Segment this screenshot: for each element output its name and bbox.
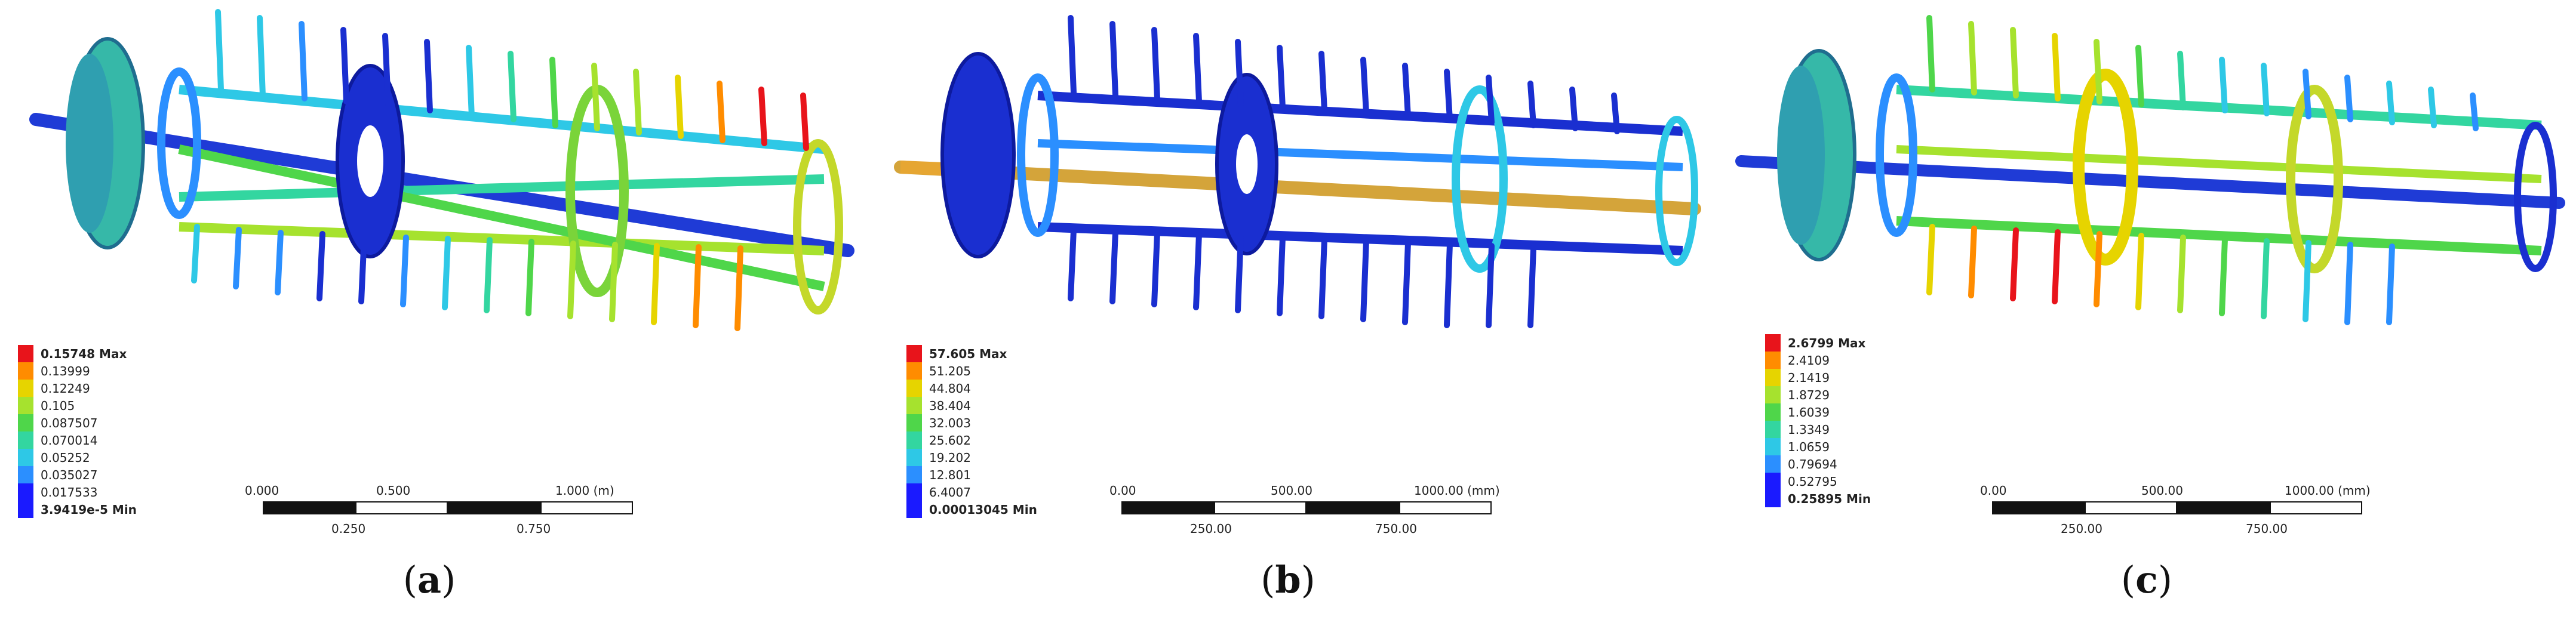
- legend-label: 12.801: [929, 467, 971, 482]
- legend-label: 0.105: [41, 398, 75, 413]
- scale-bar-b: 0.00 500.00 1000.00 (mm) 250.00 750.00: [1109, 483, 1504, 549]
- scale-bar-c: 0.00 500.00 1000.00 (mm) 250.00 750.00: [1980, 483, 2374, 549]
- legend-label: 0.79694: [1788, 457, 1837, 471]
- scale-tick-top: 500.00: [2141, 483, 2183, 498]
- legend-label-min: 0.25895 Min: [1788, 491, 1871, 506]
- legend-label: 1.8729: [1788, 387, 1830, 402]
- scale-tick-top: 1000.00 (mm): [2285, 483, 2371, 498]
- scale-segment: [2270, 501, 2362, 514]
- legend-label-min: 0.00013045 Min: [929, 502, 1037, 517]
- legend-label: 38.404: [929, 398, 971, 413]
- scale-tick-top: 1.000 (m): [555, 483, 614, 498]
- legend-label: 25.602: [929, 433, 971, 448]
- scale-segment: [2085, 501, 2177, 514]
- scale-tick-bottom: 0.250: [331, 522, 366, 536]
- legend-label: 0.05252: [41, 450, 90, 465]
- legend-label: 0.12249: [41, 381, 90, 396]
- caption-a: (a): [402, 558, 456, 602]
- legend-label: 6.4007: [929, 485, 971, 500]
- scale-tick-top: 0.000: [245, 483, 279, 498]
- legend-c: 2.6799 Max 2.4109 2.1419 1.8729 1.6039 1…: [1765, 334, 1980, 525]
- legend-label: 1.3349: [1788, 422, 1830, 437]
- scale-bar-a: 0.000 0.500 1.000 (m) 0.250 0.750: [245, 483, 633, 549]
- scale-tick-top: 0.00: [1109, 483, 1136, 498]
- scale-tick-top: 1000.00 (mm): [1414, 483, 1500, 498]
- legend-label: 19.202: [929, 450, 971, 465]
- scale-tick-top: 0.00: [1980, 483, 2007, 498]
- scale-segment: [540, 501, 633, 514]
- scale-segment: [1121, 501, 1214, 514]
- panel-b: 57.605 Max 51.205 44.804 38.404 32.003 2…: [859, 0, 1717, 632]
- legend-label: 2.1419: [1788, 370, 1830, 385]
- legend-b: 57.605 Max 51.205 44.804 38.404 32.003 2…: [906, 345, 1121, 536]
- caption-b: (b): [1261, 558, 1315, 602]
- scale-tick-bottom: 250.00: [2061, 522, 2102, 536]
- scale-tick-bottom: 750.00: [1375, 522, 1417, 536]
- scale-segment: [355, 501, 448, 514]
- caption-c: (c): [2120, 558, 2173, 602]
- scale-segment: [1214, 501, 1307, 514]
- scale-tick-bottom: 0.750: [517, 522, 551, 536]
- scale-tick-bottom: 250.00: [1190, 522, 1232, 536]
- scale-tick-bottom: 750.00: [2246, 522, 2288, 536]
- scale-tick-top: 500.00: [1271, 483, 1312, 498]
- panel-c: 2.6799 Max 2.4109 2.1419 1.8729 1.6039 1…: [1717, 0, 2576, 632]
- scale-segment: [1399, 501, 1492, 514]
- legend-label: 0.13999: [41, 363, 90, 378]
- legend-label-max: 0.15748 Max: [41, 346, 127, 361]
- scale-segment: [1307, 501, 1399, 514]
- legend-label-max: 57.605 Max: [929, 346, 1007, 361]
- scale-segment: [1992, 501, 2085, 514]
- legend-label: 1.0659: [1788, 439, 1830, 454]
- legend-a: 0.15748 Max 0.13999 0.12249 0.105 0.0875…: [18, 345, 233, 536]
- scale-segment: [263, 501, 355, 514]
- panel-a: 0.15748 Max 0.13999 0.12249 0.105 0.0875…: [0, 0, 859, 632]
- legend-label: 44.804: [929, 381, 971, 396]
- legend-swatch: [18, 345, 33, 362]
- scale-segment: [2177, 501, 2270, 514]
- legend-label-min: 3.9419e-5 Min: [41, 502, 137, 517]
- scale-segment: [448, 501, 540, 514]
- rotor-model-b: [894, 15, 1701, 328]
- scale-tick-top: 0.500: [376, 483, 411, 498]
- legend-label: 32.003: [929, 415, 971, 430]
- legend-label: 0.087507: [41, 415, 98, 430]
- legend-label: 51.205: [929, 363, 971, 378]
- legend-label: 0.070014: [41, 433, 98, 448]
- legend-label-max: 2.6799 Max: [1788, 335, 1866, 350]
- rotor-model-c: [1735, 15, 2565, 325]
- legend-label: 0.017533: [41, 485, 98, 500]
- legend-label: 1.6039: [1788, 405, 1830, 420]
- legend-label: 2.4109: [1788, 353, 1830, 368]
- legend-label: 0.035027: [41, 467, 98, 482]
- legend-label: 0.52795: [1788, 474, 1837, 489]
- rotor-model-a: [29, 9, 854, 331]
